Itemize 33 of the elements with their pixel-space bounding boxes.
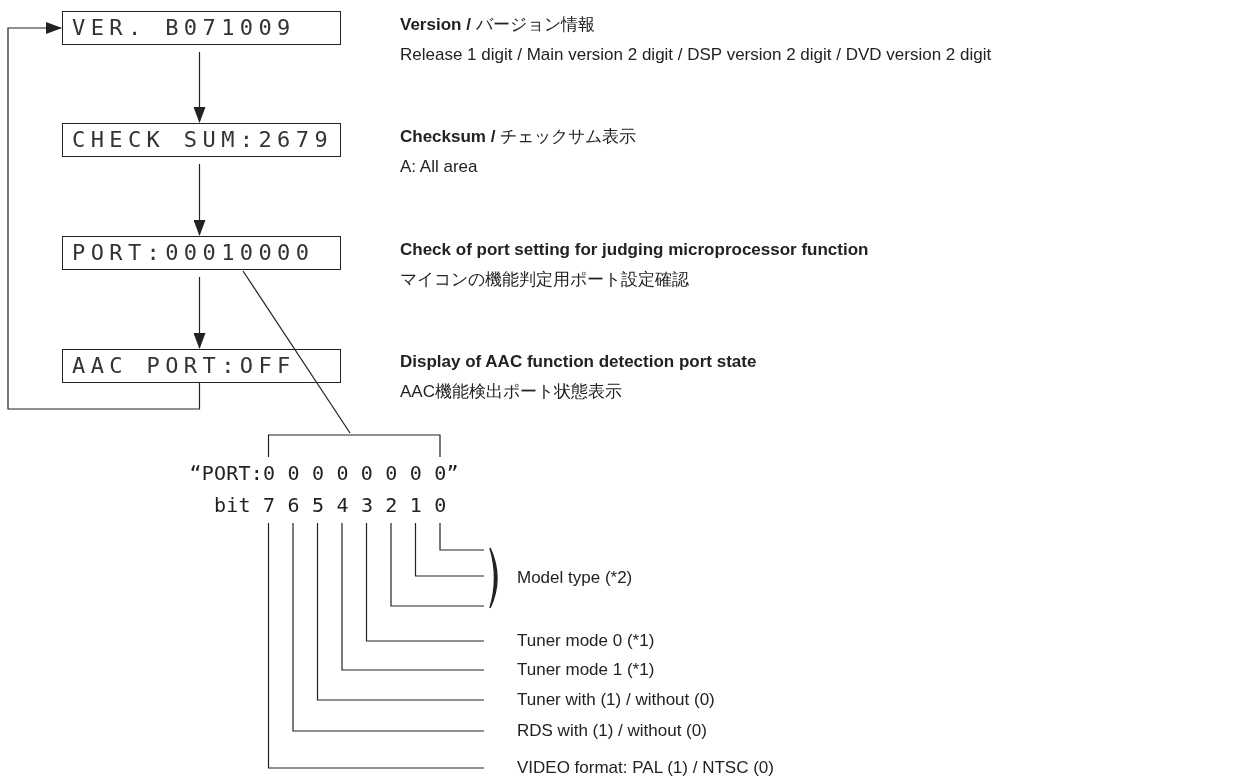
leader-line bbox=[365, 522, 485, 642]
leader-line bbox=[414, 522, 485, 577]
leader-line bbox=[439, 522, 485, 551]
description-heading: Checksum / チェックサム表示 bbox=[400, 127, 637, 147]
description-text: A: All area bbox=[400, 157, 478, 177]
bit-description: Tuner mode 0 (*1) bbox=[517, 631, 655, 651]
arrow bbox=[193, 51, 206, 123]
description-text: マイコンの機能判定用ポート設定確認 bbox=[400, 270, 689, 290]
bit-number-text: bit 7 6 5 4 3 2 1 0 bbox=[214, 493, 447, 517]
leader-line bbox=[316, 522, 485, 701]
bit-description: Tuner with (1) / without (0) bbox=[517, 690, 715, 710]
leader-line bbox=[267, 522, 485, 769]
description-heading: Display of AAC function detection port state bbox=[400, 352, 757, 372]
bit-description: RDS with (1) / without (0) bbox=[517, 721, 707, 741]
display-box: AAC PORT:OFF bbox=[62, 349, 341, 383]
leader-line bbox=[390, 522, 485, 607]
bit-description: VIDEO format: PAL (1) / NTSC (0) bbox=[517, 758, 774, 778]
description-heading: Check of port setting for judging microprocessor function bbox=[400, 240, 869, 260]
leader-line bbox=[292, 522, 485, 732]
bit-description: Model type (*2) bbox=[517, 568, 633, 588]
bit-description: Tuner mode 1 (*1) bbox=[517, 660, 655, 680]
display-box: CHECK SUM:2679 bbox=[62, 123, 341, 157]
display-box: VER. B071009 bbox=[62, 11, 341, 45]
description-text: AAC機能検出ポート状態表示 bbox=[400, 382, 622, 402]
arrow bbox=[193, 163, 206, 236]
port-value-text: “PORT:0 0 0 0 0 0 0 0” bbox=[189, 461, 459, 485]
arrow bbox=[7, 22, 201, 410]
leader-line bbox=[242, 270, 351, 434]
description-text: Release 1 digit / Main version 2 digit / DSP version 2 digit / DVD version 2 digit bbox=[400, 45, 992, 65]
display-box: PORT:00010000 bbox=[62, 236, 341, 270]
arrow bbox=[193, 276, 206, 349]
leader-line bbox=[341, 522, 485, 671]
description-heading: Version / バージョン情報 bbox=[400, 15, 595, 35]
